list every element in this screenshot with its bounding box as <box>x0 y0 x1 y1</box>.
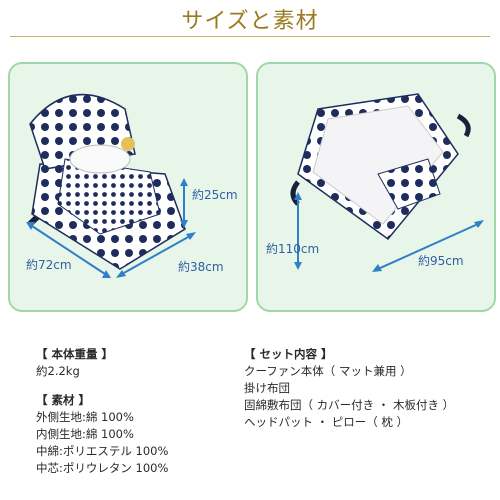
material-line: 中綿:ポリエステル 100% <box>36 444 169 458</box>
page-title: サイズと素材 <box>181 9 319 34</box>
weight-section: 【 本体重量 】 約2.2kg <box>36 346 113 380</box>
weight-value: 約2.2kg <box>36 364 80 378</box>
material-line: 内側生地:綿 100% <box>36 427 134 441</box>
material-line: 外側生地:綿 100% <box>36 410 134 424</box>
title-underline <box>10 36 490 37</box>
height-dimension-label: 約25cm <box>192 188 238 202</box>
mat-length-dimension-label: 約110cm <box>266 242 320 256</box>
set-contents-section: 【 セット内容 】 クーファン本体（ マット兼用 ） 掛け布団 固綿敷布団（ カ… <box>244 346 454 431</box>
material-line: 中芯:ポリウレタン 100% <box>36 461 169 475</box>
mat-image-panel: 約110cm 約95cm <box>256 62 496 312</box>
mat-width-dimension-label: 約95cm <box>418 254 464 268</box>
set-item: ヘッドパット ・ ピロー（ 枕 ） <box>244 415 409 429</box>
length-dimension-label: 約72cm <box>26 258 72 272</box>
set-contents-heading: 【 セット内容 】 <box>244 347 333 361</box>
bassinet-image-panel: 約25cm 約72cm 約38cm <box>8 62 248 312</box>
weight-heading: 【 本体重量 】 <box>36 347 114 361</box>
materials-heading: 【 素材 】 <box>36 393 91 407</box>
width-dimension-label: 約38cm <box>178 260 224 274</box>
mat-illustration <box>290 93 484 272</box>
materials-section: 【 素材 】 外側生地:綿 100% 内側生地:綿 100% 中綿:ポリエステル… <box>36 392 168 477</box>
set-item: 固綿敷布団（ カバー付き ・ 木板付き ） <box>244 398 455 412</box>
bassinet-illustration <box>26 93 196 278</box>
set-item: クーファン本体（ マット兼用 ） <box>244 364 412 378</box>
set-item: 掛け布団 <box>244 381 290 395</box>
